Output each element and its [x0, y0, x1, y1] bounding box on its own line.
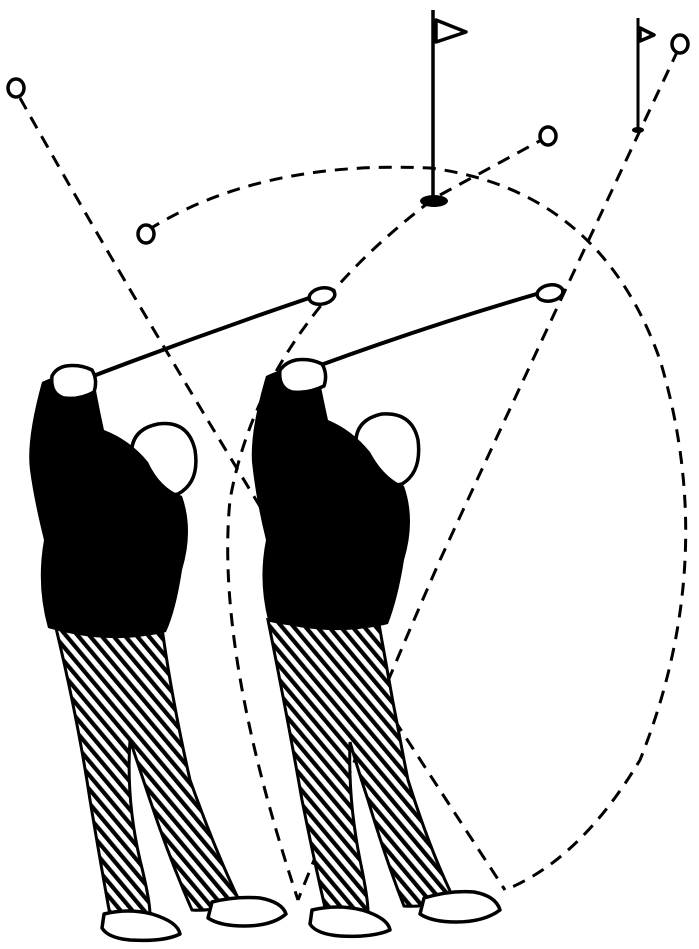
shoe-back — [420, 892, 500, 922]
balls — [8, 35, 688, 243]
ball-right — [540, 127, 556, 145]
golfer-right — [252, 283, 564, 937]
sweater — [252, 368, 410, 630]
ball-top-left — [8, 79, 24, 97]
hole-icon — [420, 195, 448, 207]
flag-hole-center — [420, 10, 466, 207]
flag-hole-far-right — [632, 18, 654, 133]
path-hole-to-ball — [440, 138, 545, 195]
golf-club — [318, 293, 540, 366]
shoe-front — [102, 911, 180, 940]
ball-mid-left — [138, 225, 154, 243]
club-head — [308, 285, 337, 306]
shoe-front — [310, 907, 390, 936]
shoe-back — [208, 898, 286, 927]
sweater — [29, 374, 188, 638]
ball-top-right — [672, 35, 688, 53]
hands — [52, 366, 96, 399]
hole-icon-small — [632, 127, 644, 133]
trousers — [56, 628, 238, 917]
hands — [280, 360, 326, 393]
